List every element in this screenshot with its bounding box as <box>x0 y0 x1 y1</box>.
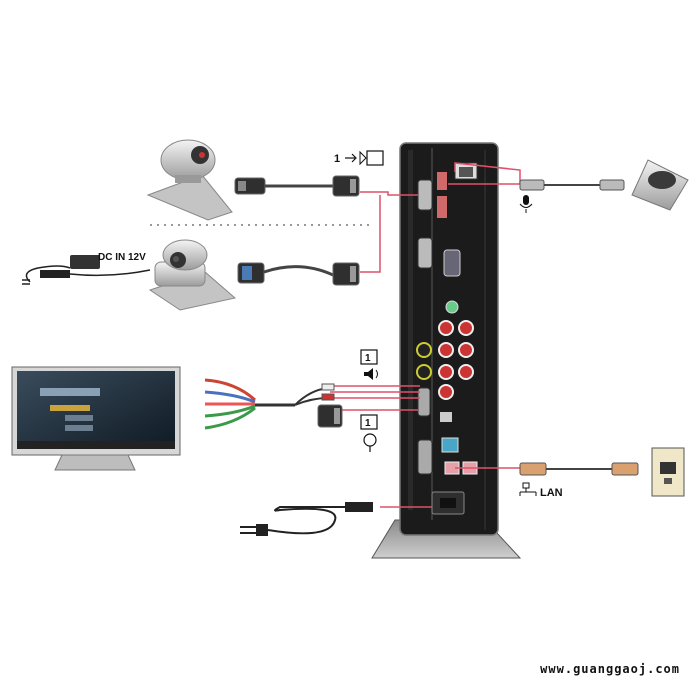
mic-jack <box>445 300 459 314</box>
component-port <box>417 387 431 417</box>
dvi-port <box>437 172 447 190</box>
lan-port-bottom <box>441 437 459 453</box>
microphone-icon <box>519 195 533 213</box>
microphone-cable <box>519 179 625 191</box>
svg-text:1: 1 <box>365 418 371 429</box>
svg-text:LAN: LAN <box>540 487 563 499</box>
audio-in-1 <box>438 320 454 336</box>
lan-wall-jack <box>651 447 685 497</box>
ptz-camera-top <box>146 139 233 221</box>
camera-port-2 <box>417 237 433 269</box>
camera-cable-top <box>234 175 360 197</box>
lan-label: LAN <box>519 482 563 499</box>
cable-lines <box>330 162 521 508</box>
audio-icon <box>364 368 378 380</box>
camera-port-label: 1 <box>334 150 384 166</box>
camera-icon <box>345 150 384 166</box>
camera-port-1 <box>417 179 433 211</box>
svg-text:1: 1 <box>334 153 340 165</box>
svideo-1 <box>416 342 432 358</box>
conference-microphone <box>631 159 689 211</box>
svg-text:1: 1 <box>365 353 371 364</box>
lan-cable <box>519 462 639 476</box>
serial-port <box>417 439 433 475</box>
usb-port <box>440 412 452 422</box>
svg-text:DC IN 12V: DC IN 12V <box>98 252 146 263</box>
watermark: www.guanggaoj.com <box>540 662 680 676</box>
headphone-port-label: 1 <box>360 414 378 452</box>
power-adapter: DC IN 12V <box>22 252 151 285</box>
lan-icon <box>519 482 537 496</box>
camera-cable-bottom <box>237 262 360 286</box>
codec-ports <box>416 162 478 515</box>
audio-port-label: 1 <box>360 349 378 380</box>
vga-port <box>443 249 461 277</box>
ptz-camera-bottom <box>148 239 237 311</box>
power-cord <box>240 502 373 536</box>
flat-panel-display <box>11 366 181 471</box>
headphones-icon <box>363 433 377 452</box>
component-cable <box>204 378 343 430</box>
